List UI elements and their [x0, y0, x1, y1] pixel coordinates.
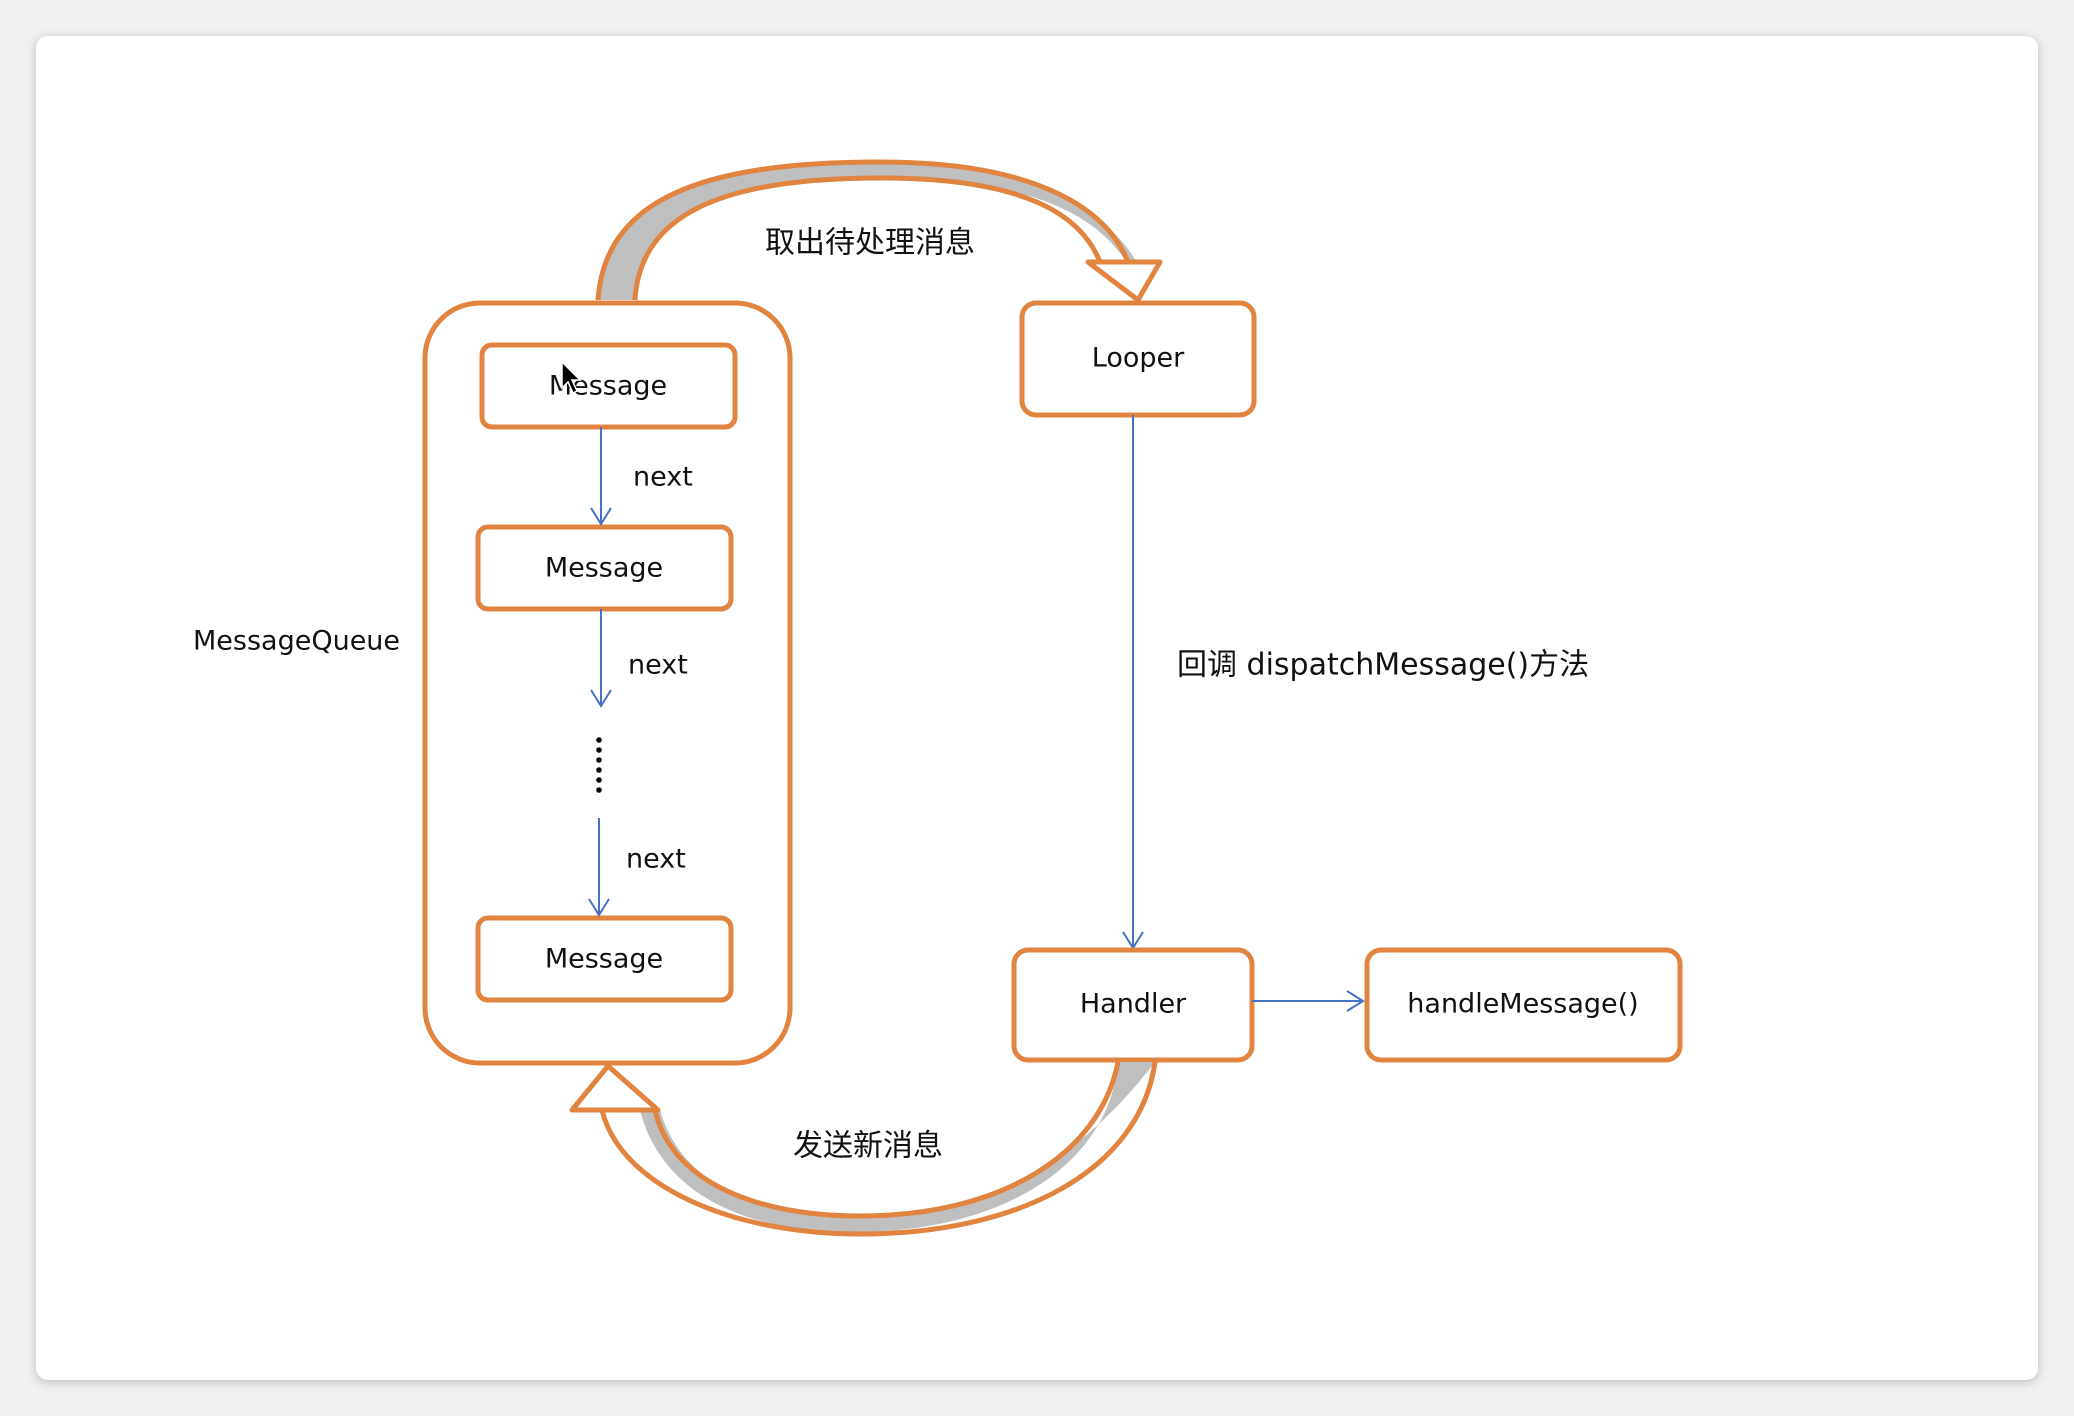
next-arrow-2	[590, 609, 612, 708]
next-label-2: next	[628, 650, 688, 681]
message-queue-container	[422, 300, 793, 1066]
callback-arrow	[1122, 415, 1144, 950]
send-curved-arrow	[569, 1061, 1158, 1237]
send-label: 发送新消息	[793, 1129, 943, 1164]
handle-message-box: handleMessage()	[1364, 947, 1683, 1063]
next-label-1: next	[633, 462, 693, 493]
handle-message-label: handleMessage()	[1407, 989, 1638, 1020]
next-arrow-3	[588, 818, 610, 917]
message-box-2-label: Message	[545, 553, 663, 584]
handler-label: Handler	[1080, 989, 1187, 1020]
message-box-2: Message	[475, 524, 734, 612]
looper-box: Looper	[1019, 300, 1257, 418]
fetch-curved-arrow	[595, 159, 1163, 303]
diagram-card	[36, 36, 2038, 1380]
handle-message-arrow	[1252, 990, 1365, 1012]
message-box-3: Message	[475, 915, 734, 1003]
message-box-3-label: Message	[545, 944, 663, 975]
message-queue-label: MessageQueue	[193, 626, 400, 657]
mouse-cursor-icon	[561, 360, 582, 395]
handler-box: Handler	[1011, 947, 1255, 1063]
message-box-1: Message	[479, 342, 738, 430]
next-label-3: next	[626, 844, 686, 875]
looper-label: Looper	[1092, 343, 1185, 374]
callback-label: 回调 dispatchMessage()方法	[1177, 648, 1589, 683]
fetch-label: 取出待处理消息	[765, 226, 975, 261]
next-arrow-1	[590, 427, 612, 526]
ellipsis-dots	[596, 737, 602, 793]
